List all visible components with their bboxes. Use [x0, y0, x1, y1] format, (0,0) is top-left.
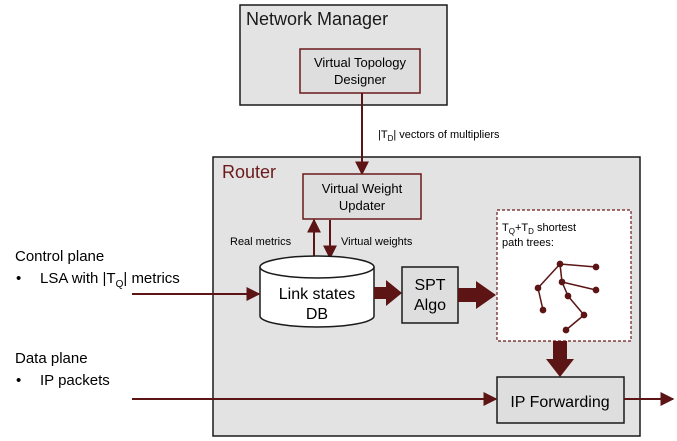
designer-label-line1: Virtual Topology: [314, 55, 407, 70]
trees-label-line2: path trees:: [502, 237, 554, 249]
virtual-weights-label: Virtual weights: [341, 236, 413, 248]
virtual-topology-designer-box: Virtual Topology Designer: [299, 48, 421, 94]
spt-label-line1: SPT: [414, 277, 445, 294]
network-manager-title: Network Manager: [246, 9, 388, 29]
db-label-line1: Link states: [279, 286, 355, 303]
db-label-line2: DB: [306, 306, 328, 323]
ip-forwarding-box: IP Forwarding: [496, 376, 625, 424]
designer-label-line2: Designer: [334, 72, 387, 87]
updater-label-line1: Virtual Weight: [322, 181, 403, 196]
link-states-db-cylinder: Link states DB: [259, 255, 375, 328]
vectors-label: |TD| vectors of multipliers: [378, 129, 500, 143]
db-to-spt-arrow: [374, 280, 402, 306]
data-plane-bullet: •: [16, 372, 21, 389]
router-title: Router: [222, 162, 276, 182]
trees-label-line1: TQ+TD shortest: [502, 222, 576, 236]
data-plane-title: Data plane: [15, 350, 88, 367]
spt-algo-box: SPT Algo: [401, 266, 459, 324]
spt-label-line2: Algo: [414, 297, 446, 314]
control-plane-title: Control plane: [15, 248, 104, 265]
ip-forwarding-label: IP Forwarding: [510, 394, 609, 411]
real-metrics-label: Real metrics: [230, 236, 292, 248]
control-plane-bullet: •: [16, 270, 21, 287]
trees-to-forwarding-arrow: [546, 341, 574, 377]
tree-graph-icon: [534, 260, 600, 334]
virtual-weight-updater-box: Virtual Weight Updater: [302, 173, 422, 220]
control-plane-item: LSA with |TQ| metrics: [40, 270, 180, 290]
data-plane-item: IP packets: [40, 372, 110, 389]
shortest-path-trees-box: TQ+TD shortest path trees:: [496, 209, 632, 342]
spt-to-trees-arrow: [458, 281, 496, 309]
updater-label-line2: Updater: [339, 198, 386, 213]
data-plane-label: Data plane • IP packets: [15, 350, 110, 389]
control-plane-label: Control plane • LSA with |TQ| metrics: [15, 248, 180, 290]
